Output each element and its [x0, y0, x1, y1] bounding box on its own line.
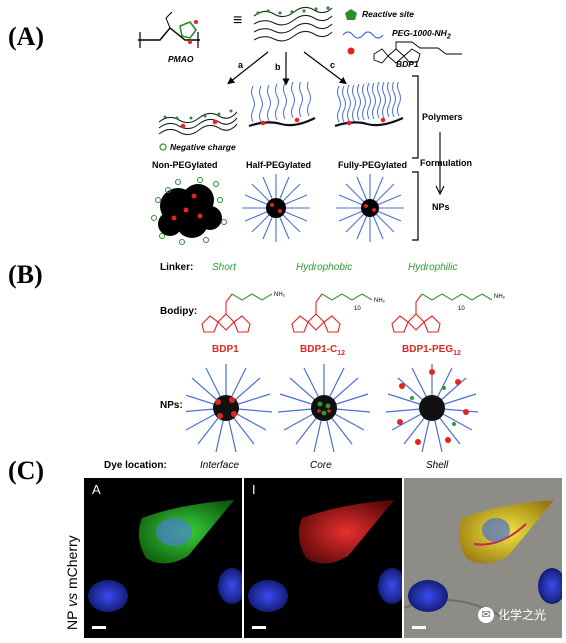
pmao-label: PMAO	[168, 54, 194, 64]
negative-charge-label: Negative charge	[170, 142, 236, 152]
legend-reactive-site: Reactive site	[362, 9, 414, 19]
nh2-hydrophobic: NH₂	[374, 298, 386, 304]
location-shell: Shell	[426, 460, 449, 471]
subscript-n-hydrophobic: 10	[354, 306, 361, 312]
arrow-label-b: b	[275, 62, 281, 72]
location-core: Core	[310, 460, 332, 471]
micrograph-shell-merge: ✉ 化学之光	[404, 478, 562, 638]
polymer-backbone-strands	[253, 6, 333, 42]
caption-non-pegylated: Non-PEGylated	[152, 160, 218, 170]
legend-peg: PEG-1000-NH2	[392, 28, 451, 41]
polymer-row	[158, 82, 404, 136]
nps-label-a: NPs	[432, 202, 450, 212]
legend-bdp1: BDP1	[396, 59, 419, 69]
linker-row-label: Linker:	[160, 262, 194, 273]
peg-chain-icon	[342, 31, 384, 39]
caption-half-pegylated: Half-PEGylated	[246, 160, 312, 170]
nh2-hydrophilic: NH₂	[494, 294, 506, 300]
bracket-arrows	[412, 75, 445, 241]
nanoparticle-row-b	[186, 364, 479, 453]
watermark-text: 化学之光	[498, 608, 547, 622]
panel-a-label: (A)	[8, 22, 45, 51]
formulation-label: Formulation	[420, 158, 472, 168]
linker-short: Short	[212, 262, 236, 273]
dye-name-bdp1-c12: BDP1-C12	[300, 344, 346, 357]
panel-c-label: (C)	[8, 456, 45, 485]
dye-location-label: Dye location:	[104, 460, 167, 471]
side-label-np-vs-mcherry: NP vs mCherry	[64, 535, 80, 630]
micrograph-core: I	[244, 478, 402, 638]
micrograph-interface: A	[84, 478, 242, 638]
watermark: ✉ 化学之光	[478, 606, 546, 623]
equivalence-symbol: ≡	[233, 12, 243, 29]
nps-row-label-b: NPs:	[160, 400, 183, 411]
linker-hydrophobic: Hydrophobic	[296, 262, 353, 273]
bodipy-structures: NH₂ NH₂ NH₂ 10 10	[201, 292, 506, 333]
arrow-label-c: c	[330, 60, 336, 70]
reaction-arrows	[227, 51, 347, 86]
wechat-icon: ✉	[478, 606, 494, 623]
negative-charge-icon	[159, 143, 167, 151]
dye-name-bdp1: BDP1	[212, 344, 239, 355]
nh2-short: NH₂	[274, 292, 286, 298]
bodipy-row-label: Bodipy:	[160, 306, 198, 317]
caption-fully-pegylated: Fully-PEGylated	[338, 160, 408, 170]
scale-bar	[412, 626, 426, 629]
panel-b-label: (B)	[8, 260, 43, 289]
location-interface: Interface	[200, 460, 239, 471]
dye-name-bdp1-peg12: BDP1-PEG12	[402, 344, 461, 357]
nanoparticle-row-a	[151, 174, 404, 245]
polymers-label: Polymers	[422, 112, 463, 122]
micrograph-label-a: A	[92, 482, 101, 497]
subscript-n-hydrophilic: 10	[458, 306, 465, 312]
scale-bar	[92, 626, 106, 629]
reactive-site-icon	[345, 9, 357, 20]
arrow-label-a: a	[238, 60, 244, 70]
micrograph-label-i: I	[252, 482, 256, 497]
pmao-structure	[138, 11, 200, 48]
dye-dot-icon	[347, 47, 355, 55]
bdp1-mini-structure	[373, 41, 462, 64]
linker-hydrophilic: Hydrophilic	[408, 262, 458, 273]
scale-bar	[252, 626, 266, 629]
